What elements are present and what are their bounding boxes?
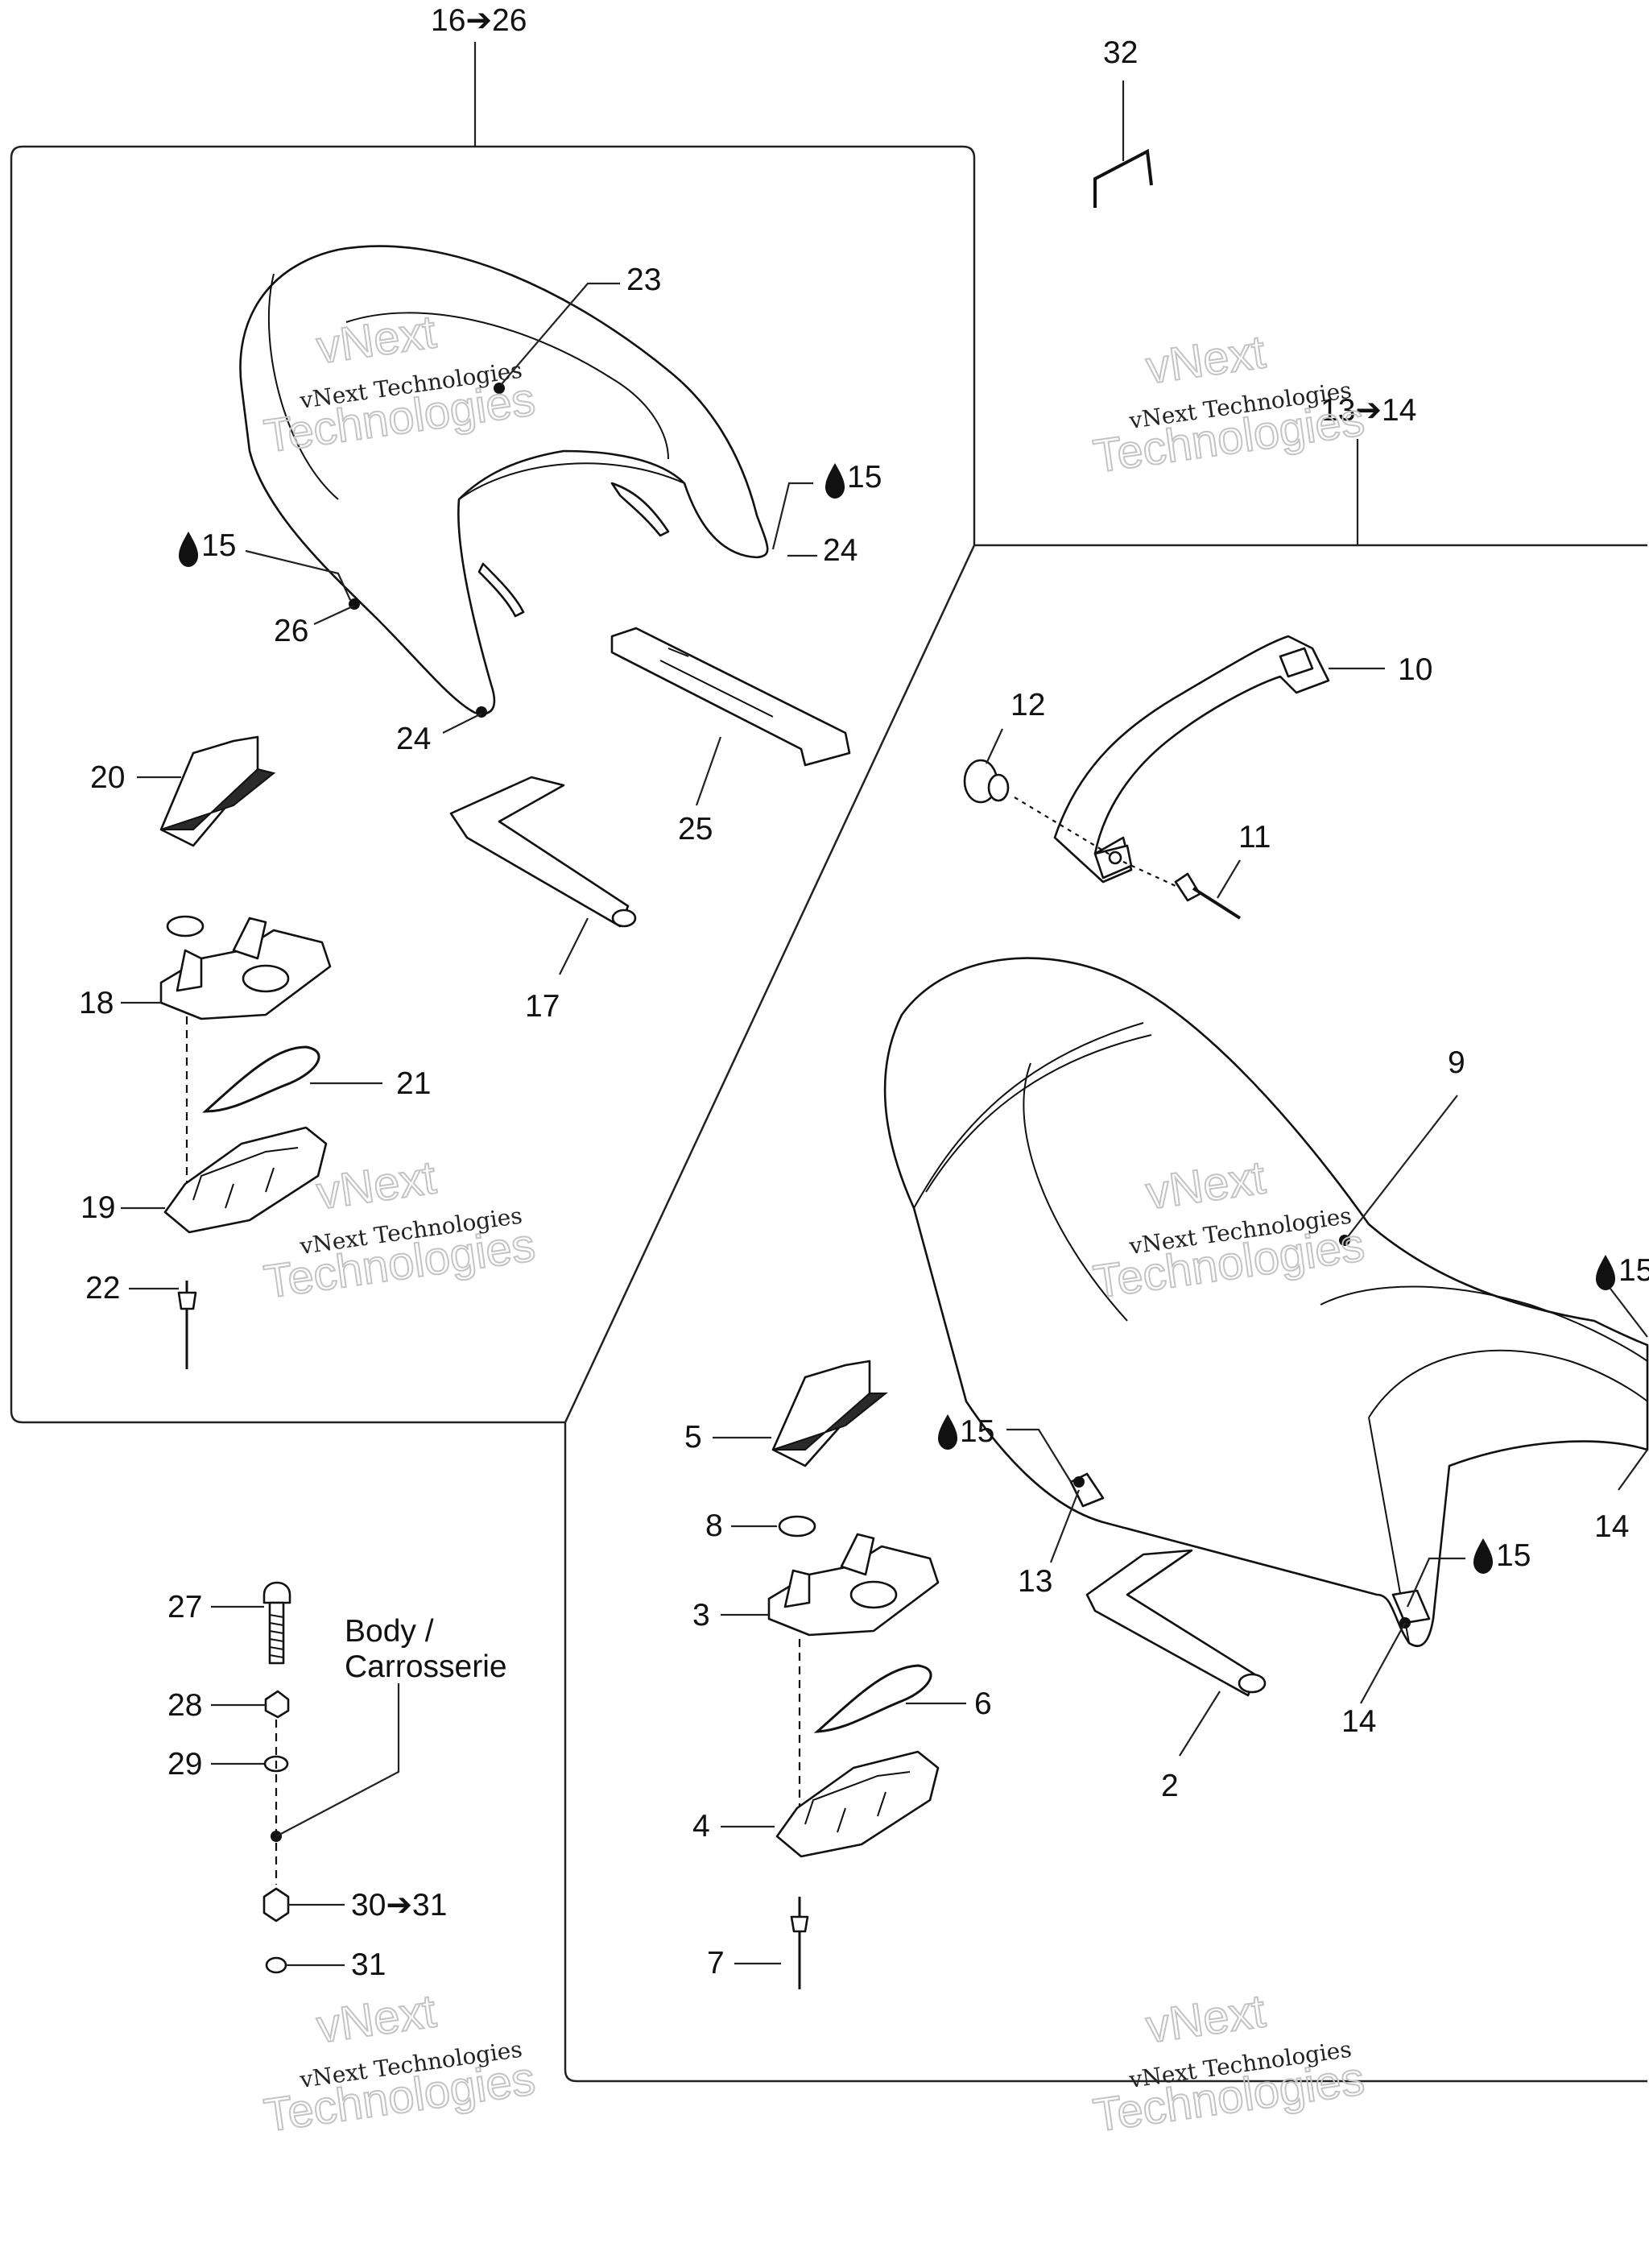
base-18 — [159, 915, 332, 1020]
callout-24-top: 24 — [823, 533, 858, 568]
leader-12 — [986, 728, 1003, 764]
drop-icon — [1596, 1255, 1615, 1290]
bolt-11 — [1174, 872, 1242, 920]
body-label-line1: Body / — [345, 1614, 434, 1649]
leader-2 — [1179, 1691, 1221, 1757]
drop-icon — [1473, 1538, 1493, 1574]
washer-8 — [778, 1515, 816, 1538]
callout-18: 18 — [79, 986, 114, 1020]
callout-10: 10 — [1398, 652, 1432, 687]
callout-29: 29 — [167, 1747, 202, 1782]
callout-14-lower: 14 — [1341, 1704, 1376, 1739]
callout-5: 5 — [684, 1420, 702, 1455]
callout-14-right: 14 — [1594, 1509, 1629, 1544]
callout-22: 22 — [85, 1271, 120, 1306]
grab-handle-10 — [1053, 635, 1330, 884]
callout-17: 17 — [525, 989, 560, 1024]
rivet-22 — [177, 1281, 197, 1369]
callout-30-31: 30➔31 — [351, 1888, 447, 1922]
callout-9: 9 — [1448, 1045, 1465, 1080]
callout-27: 27 — [167, 1590, 202, 1624]
watermark-big-1: vNext — [1143, 1984, 1268, 2053]
callout-15-far-right: 15 — [1618, 1253, 1649, 1288]
bolt-27 — [262, 1581, 291, 1665]
watermark-big-1: vNext — [313, 1151, 439, 1219]
leader-15-left-lower — [1006, 1428, 1072, 1483]
callout-11: 11 — [1238, 820, 1271, 855]
callout-24-bottom: 24 — [396, 722, 431, 756]
nut-28 — [264, 1690, 290, 1719]
support-rod-17 — [449, 776, 637, 928]
cage-nut-30 — [262, 1887, 290, 1922]
watermark-bottom-left: vNext Technologies vNext Technologies — [260, 1984, 539, 2142]
callout-15-seat-left: 15 — [960, 1414, 994, 1449]
leader-15-far-right — [1610, 1288, 1648, 1338]
receiver-19 — [163, 1126, 328, 1234]
watermark-bottom-right: vNext Technologies vNext Technologies — [1089, 1984, 1368, 2142]
upper-left-group-frame — [10, 145, 976, 1424]
spring-clip-6 — [813, 1664, 932, 1733]
callout-28: 28 — [167, 1688, 202, 1723]
leader-24-bottom — [442, 713, 482, 734]
leader-14-lower — [1360, 1622, 1406, 1704]
callout-15-rear-right: 15 — [847, 460, 882, 495]
leader-25 — [695, 736, 722, 806]
leader-15-left — [245, 549, 352, 601]
drop-icon — [825, 463, 845, 499]
callout-8: 8 — [705, 1509, 723, 1543]
spring-clip-21 — [202, 1045, 320, 1113]
strap-25 — [610, 627, 851, 767]
lower-right-group-frame — [564, 544, 1647, 2083]
rear-seat-23 — [239, 245, 769, 718]
callout-25: 25 — [678, 812, 713, 846]
drop-icon — [938, 1414, 957, 1450]
bracket-32-symbol — [1093, 148, 1153, 208]
latch-20 — [159, 735, 276, 847]
drop-icon — [179, 532, 198, 567]
leader-9 — [1345, 1095, 1458, 1240]
watermark-big-1: vNext — [313, 1984, 439, 2053]
main-seat-9 — [883, 957, 1649, 1648]
support-rod-2 — [1085, 1549, 1267, 1697]
axis-12 — [1014, 797, 1176, 887]
rivet-7 — [790, 1897, 809, 1989]
callout-15-rear-left: 15 — [201, 528, 236, 563]
nut-31 — [265, 1956, 287, 1974]
callout-3: 3 — [692, 1598, 710, 1633]
base-3 — [767, 1533, 940, 1637]
callout-7: 7 — [707, 1946, 725, 1980]
leader-26 — [313, 605, 355, 625]
grommet-12 — [963, 759, 1010, 804]
callout-15-seat-right: 15 — [1496, 1538, 1531, 1573]
leader-15-right — [771, 482, 813, 550]
leader-23 — [500, 282, 620, 386]
callout-20: 20 — [90, 760, 125, 795]
callout-26: 26 — [274, 614, 308, 648]
leader-13 — [1049, 1489, 1081, 1563]
callout-4: 4 — [692, 1809, 710, 1844]
leader-15-right-lower — [1406, 1557, 1465, 1608]
leader-body — [275, 1683, 400, 1837]
callout-21: 21 — [396, 1066, 431, 1101]
body-label-line2: Carrosserie — [345, 1649, 507, 1684]
callout-13: 13 — [1018, 1564, 1052, 1599]
callout-2: 2 — [1161, 1769, 1179, 1803]
leader-17 — [559, 917, 589, 975]
callout-31: 31 — [351, 1947, 386, 1982]
leader-11 — [1217, 859, 1241, 899]
callout-6: 6 — [974, 1687, 992, 1721]
receiver-4 — [775, 1750, 940, 1858]
latch-5 — [771, 1360, 888, 1467]
watermark-top-right: vNext Technologies vNext Technologies — [1089, 325, 1368, 483]
watermark-big-1: vNext — [1143, 325, 1268, 394]
leader-14-right — [1618, 1449, 1648, 1491]
callout-19: 19 — [81, 1190, 115, 1225]
callout-23: 23 — [626, 263, 661, 297]
callout-13-14: 13➔14 — [1320, 393, 1416, 428]
callout-32: 32 — [1103, 35, 1138, 70]
callout-16-26: 16➔26 — [431, 3, 527, 38]
callout-12: 12 — [1010, 688, 1045, 722]
